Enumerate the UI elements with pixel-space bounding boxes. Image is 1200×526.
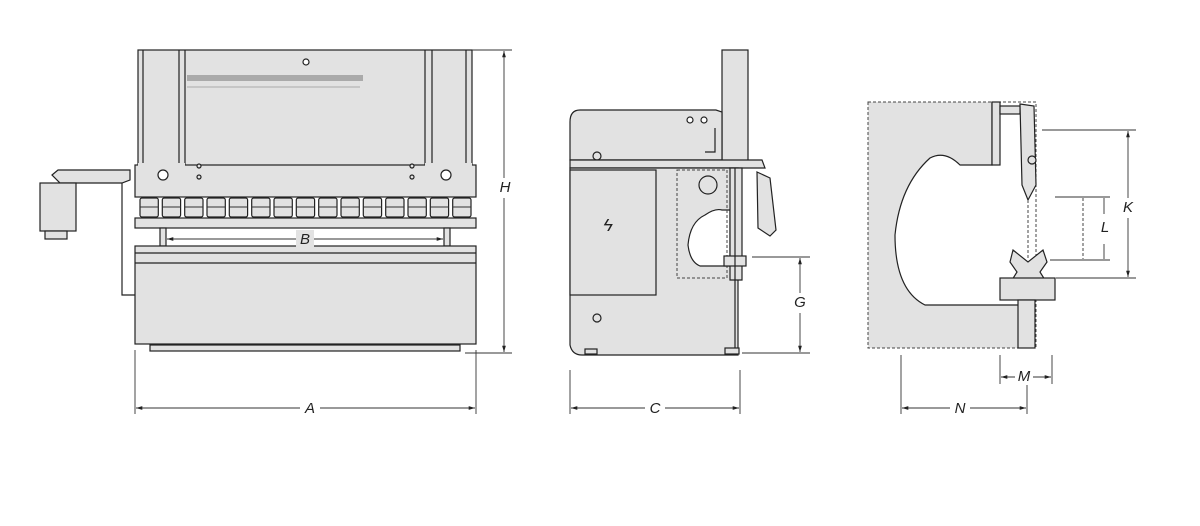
dimension-label-c: C — [650, 400, 661, 417]
tool-clamp — [407, 197, 427, 218]
dimension-label-g: G — [794, 294, 806, 311]
tool-clamp — [273, 197, 293, 218]
tool-clamp — [452, 197, 472, 218]
section-view: K L M N — [867, 101, 1137, 418]
control-pendant — [39, 169, 135, 296]
tool-clamp — [139, 197, 159, 218]
dimension-label-m: M — [1018, 368, 1031, 385]
tool-clamp — [385, 197, 405, 218]
dimension-label-l: L — [1101, 219, 1109, 236]
dimension-label-b: B — [300, 231, 310, 248]
tool-clamp — [184, 197, 204, 218]
lightning-bolt-icon: ϟ — [603, 215, 613, 235]
tool-clamp — [318, 197, 338, 218]
lower-bed — [134, 245, 477, 345]
tool-clamp — [340, 197, 360, 218]
tool-clamps — [139, 197, 472, 218]
tool-clamp — [161, 197, 182, 218]
tool-clamp — [228, 197, 249, 218]
dimension-label-h: H — [500, 179, 511, 196]
tool-clamp — [429, 197, 450, 218]
dimension-label-k: K — [1123, 199, 1134, 216]
tool-clamp — [206, 197, 226, 218]
upper-frame — [137, 49, 473, 169]
tool-clamp — [251, 197, 271, 218]
tool-clamp — [362, 197, 383, 218]
front-view: A B H — [39, 49, 514, 418]
tool-clamp — [295, 197, 316, 218]
side-view: ϟ G C — [569, 49, 810, 418]
dimension-label-n: N — [955, 400, 966, 417]
upper-beam — [134, 164, 477, 198]
dimension-label-a: A — [304, 400, 315, 417]
